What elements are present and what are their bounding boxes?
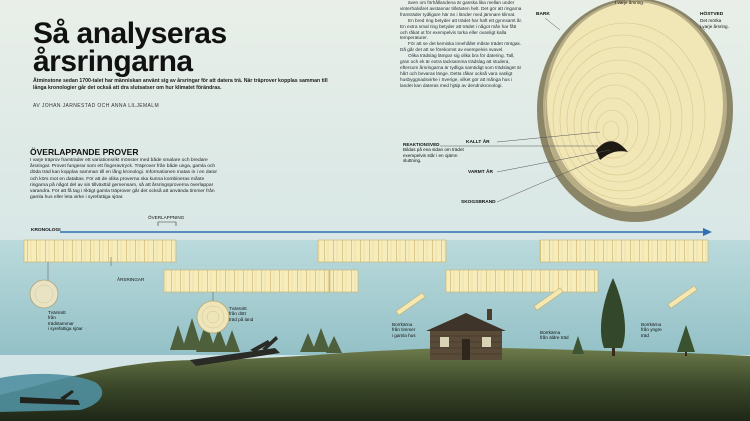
label-annual-rings: ÅRSRINGAR <box>117 277 145 282</box>
disc-lake <box>29 279 59 309</box>
label-autumn-wood: HÖSTVED Det mörka i varje årsring. <box>700 12 729 30</box>
spruce-small <box>572 336 584 354</box>
byline: AV JOHAN JARNESTAD OCH ANNA LILJEMALM <box>33 103 160 109</box>
label-warm-year: VARMT ÅR <box>468 170 493 175</box>
paragraph: En bred ring betyder att trädet har haft… <box>400 17 523 41</box>
label-chronology: KRONOLOGI <box>31 228 61 233</box>
label-cold-year: KALLT ÅR <box>466 140 490 145</box>
section-heading: ÖVERLAPPANDE PROVER <box>30 147 139 157</box>
label-reaction-wood: REAKTIONSVED Bildas på ena sidan om träd… <box>403 142 464 163</box>
lake <box>0 373 103 412</box>
spruce-tree-old <box>600 278 626 356</box>
label-overlap: ÖVERLAPPNING <box>148 215 185 220</box>
overlap-bracket <box>157 221 177 226</box>
label-forest-fire: SKOGSBRAND <box>461 200 496 205</box>
paragraph: även om förhållandena är ganska lika mel… <box>400 0 522 17</box>
trunk-cross-section <box>537 0 733 222</box>
core-young-tree <box>667 285 698 309</box>
section-body: I varje träprov framträder ett variation… <box>30 158 218 201</box>
strip-house-sample <box>317 239 447 263</box>
distant-forest <box>170 318 342 353</box>
ground <box>0 347 750 421</box>
strip-extra-sample <box>329 269 359 293</box>
label-bark: BARK <box>536 12 550 17</box>
fire-scar <box>596 141 628 160</box>
strip-old-tree-sample <box>445 269 599 293</box>
intro-text: Åtminstone sedan 1700-talet har människa… <box>33 78 328 91</box>
fallen-tree <box>190 336 280 366</box>
label-ring-top: I varje årsring. <box>615 0 645 5</box>
core-house <box>395 292 426 316</box>
sample-strips <box>23 239 709 293</box>
body-column-right: även om förhållandena är ganska lika mel… <box>400 0 525 89</box>
sunken-log <box>20 390 80 405</box>
disc-dead-tree <box>196 300 230 334</box>
strip-dead-tree-sample <box>163 269 330 293</box>
spruce-tree-young <box>677 325 695 356</box>
strip-lake-sample <box>23 239 177 263</box>
timber-house <box>426 309 506 360</box>
paragraph: För att se det kemiska innehållet måste … <box>400 41 522 53</box>
strip-young-tree-sample <box>539 239 709 263</box>
core-old-tree <box>533 287 564 311</box>
paragraph: Olika trädslag lämpar sig olika bra för … <box>400 53 522 88</box>
